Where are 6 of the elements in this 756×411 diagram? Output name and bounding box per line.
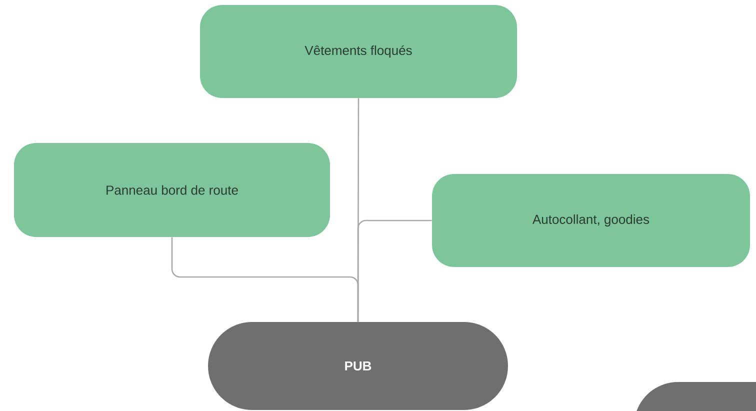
connector-line xyxy=(357,220,432,322)
topic-box: Autocollant, goodies xyxy=(432,174,750,267)
topic-box: Panneau bord de route xyxy=(14,142,330,237)
topic-box: Vêtements floqués xyxy=(200,5,517,98)
empty-box xyxy=(634,382,756,411)
pub-box: PUB xyxy=(208,322,508,410)
